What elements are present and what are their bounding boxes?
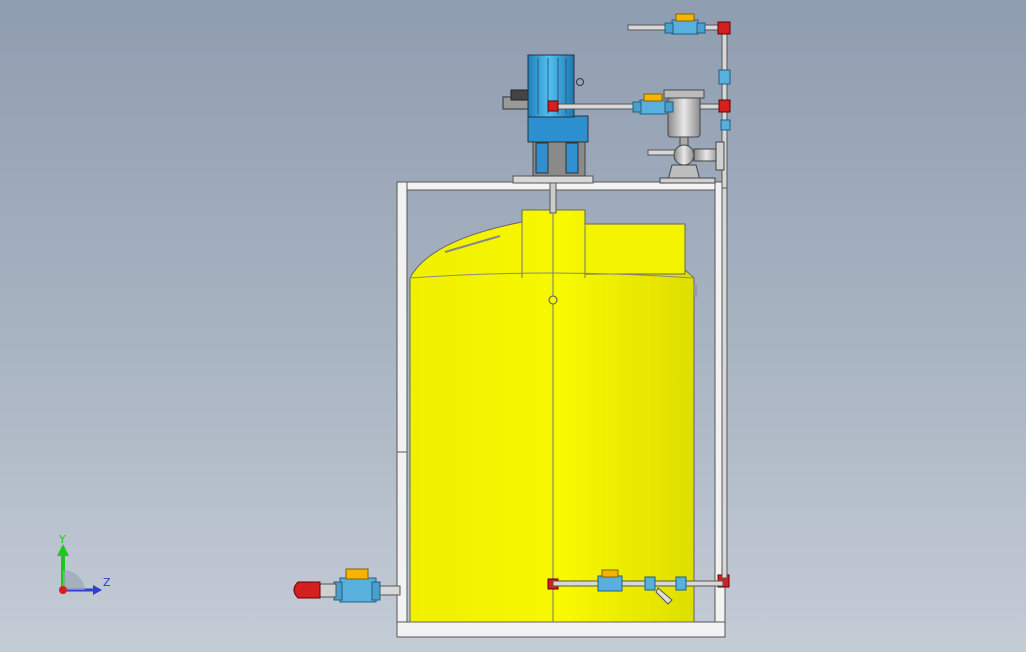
ball-valve-top: [664, 13, 706, 35]
z-axis-label: Z: [103, 576, 111, 589]
union-fitting: [718, 69, 731, 131]
y-axis-label: Y: [58, 533, 66, 546]
support-frame: [396, 181, 726, 638]
dosing-tank: [409, 209, 697, 623]
outlet-ball-valve: [293, 568, 401, 603]
bottom-piping: [552, 187, 728, 605]
coordinate-triad: Y Z: [57, 533, 111, 595]
filter-housing: [659, 89, 725, 184]
ball-valve-mid: [632, 93, 674, 115]
agitator-motor: [502, 54, 594, 214]
